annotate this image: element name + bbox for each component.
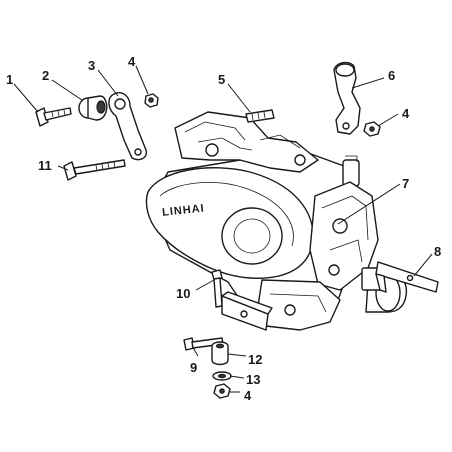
part-3-bracket: [108, 92, 147, 161]
lower-mount-bracket: [221, 291, 273, 331]
engine-assembly: LINHAI: [145, 111, 408, 331]
part-10-bolt: [211, 269, 223, 308]
callout-9: 9: [190, 360, 197, 375]
part-5-stud: [245, 109, 275, 123]
callout-13: 13: [246, 372, 260, 387]
part-8-bracket: [375, 261, 439, 293]
callout-4-top: 4: [128, 54, 136, 69]
callout-2: 2: [42, 68, 49, 83]
cylinder-head: [174, 111, 319, 173]
callout-12: 12: [248, 352, 262, 367]
head-boss: [205, 143, 219, 157]
part-4-nut-bottom: [213, 383, 231, 399]
part-11-long-bolt: [63, 159, 126, 181]
callout-labels: 1 2 3 4 5 6 4 11 7 8 10 9 12 13 4: [6, 54, 441, 403]
part-4-nut-top: [144, 93, 159, 108]
part-1-bolt: [35, 107, 72, 127]
leader-lines: [13, 65, 433, 393]
part-13-washer: [212, 371, 232, 381]
callout-8: 8: [434, 244, 441, 259]
callout-7: 7: [402, 176, 409, 191]
part-2-bushing: [78, 95, 108, 121]
callout-5: 5: [218, 72, 225, 87]
brand-logo-text: LINHAI: [162, 202, 206, 218]
callout-6: 6: [388, 68, 395, 83]
callout-10: 10: [176, 286, 190, 301]
part-12-bushing: [211, 341, 229, 366]
part-6-bracket: [333, 61, 361, 135]
part-4-nut-right: [363, 121, 381, 137]
callout-4-bottom: 4: [244, 388, 252, 403]
cvt-cover-dome: [221, 207, 283, 265]
callout-4-right: 4: [402, 106, 410, 121]
callout-3: 3: [88, 58, 95, 73]
callout-1: 1: [6, 72, 13, 87]
callout-11: 11: [38, 158, 52, 173]
